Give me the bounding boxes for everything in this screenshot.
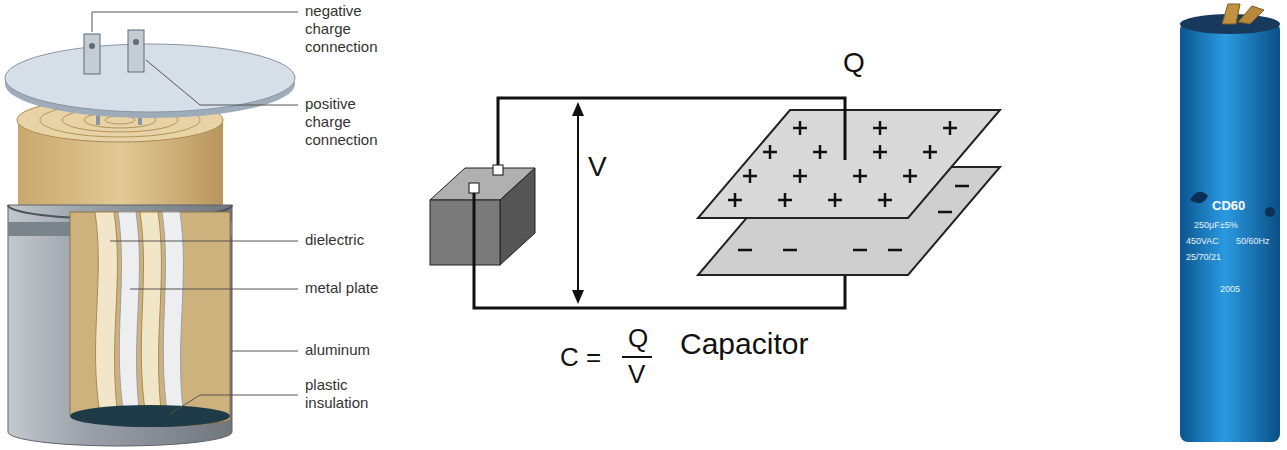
caption-word: Capacitor — [680, 326, 808, 362]
capacitor-body — [1180, 22, 1280, 442]
cert-mark — [1265, 207, 1275, 217]
part-label: plastic insulation — [305, 376, 381, 412]
model-marking: CD60 — [1212, 198, 1245, 214]
part-label: negative charge connection — [305, 2, 385, 56]
terminal-hole — [89, 43, 95, 49]
fraction-bar — [622, 356, 652, 358]
positive-charge-signs — [728, 121, 957, 207]
voltage-arrow — [577, 112, 579, 294]
part-label: positive charge connection — [305, 95, 385, 149]
formula-text: C = — [560, 342, 601, 373]
negative-terminal — [84, 34, 100, 74]
leader-line — [92, 12, 298, 32]
formula-numerator: Q — [628, 323, 648, 354]
dielectric-layer — [95, 212, 118, 416]
formula-denominator: V — [628, 359, 645, 390]
brass-terminal — [1238, 6, 1264, 24]
code-marking: 2005 — [1220, 284, 1240, 295]
battery-front — [430, 200, 500, 265]
plastic-insulation — [70, 405, 230, 427]
leader-line — [146, 60, 298, 105]
part-label: dielectric — [305, 231, 364, 249]
arrowhead — [572, 102, 584, 116]
battery-terminal — [493, 165, 503, 175]
leader-line — [232, 351, 298, 352]
positive-plate — [698, 110, 1000, 218]
part-label: metal plate — [305, 279, 378, 297]
terminal-hole — [133, 39, 139, 45]
metal-plate-layer — [118, 212, 140, 417]
rating-marking: 50/60Hz — [1236, 236, 1270, 247]
wire — [474, 190, 845, 308]
battery-terminal — [469, 183, 479, 193]
wire — [498, 98, 845, 172]
rating-marking: 450VAC — [1186, 236, 1219, 247]
leader-line — [110, 241, 298, 242]
charge-symbol: Q — [843, 46, 865, 80]
voltage-symbol: V — [588, 150, 607, 184]
battery-side — [500, 168, 535, 265]
arrowhead — [572, 290, 584, 304]
leader-lines — [92, 12, 298, 414]
dielectric-layer — [140, 212, 162, 418]
capacitor-cutaway — [5, 30, 295, 446]
leader-line — [130, 289, 298, 290]
lid — [5, 44, 295, 112]
positive-terminal — [128, 30, 144, 72]
brand-logo — [1190, 192, 1208, 203]
negative-charge-signs — [738, 186, 969, 250]
leader-line — [170, 395, 298, 414]
date-marking: 25/70/21 — [1186, 252, 1221, 263]
circuit — [430, 98, 1000, 357]
part-label: aluminum — [305, 341, 370, 359]
metal-plate-layer — [162, 212, 184, 418]
brass-terminal — [1222, 4, 1240, 24]
rating-marking: 250μF±5% — [1194, 220, 1238, 231]
capacitor-photo — [1180, 4, 1280, 442]
cutaway-window — [70, 212, 230, 427]
